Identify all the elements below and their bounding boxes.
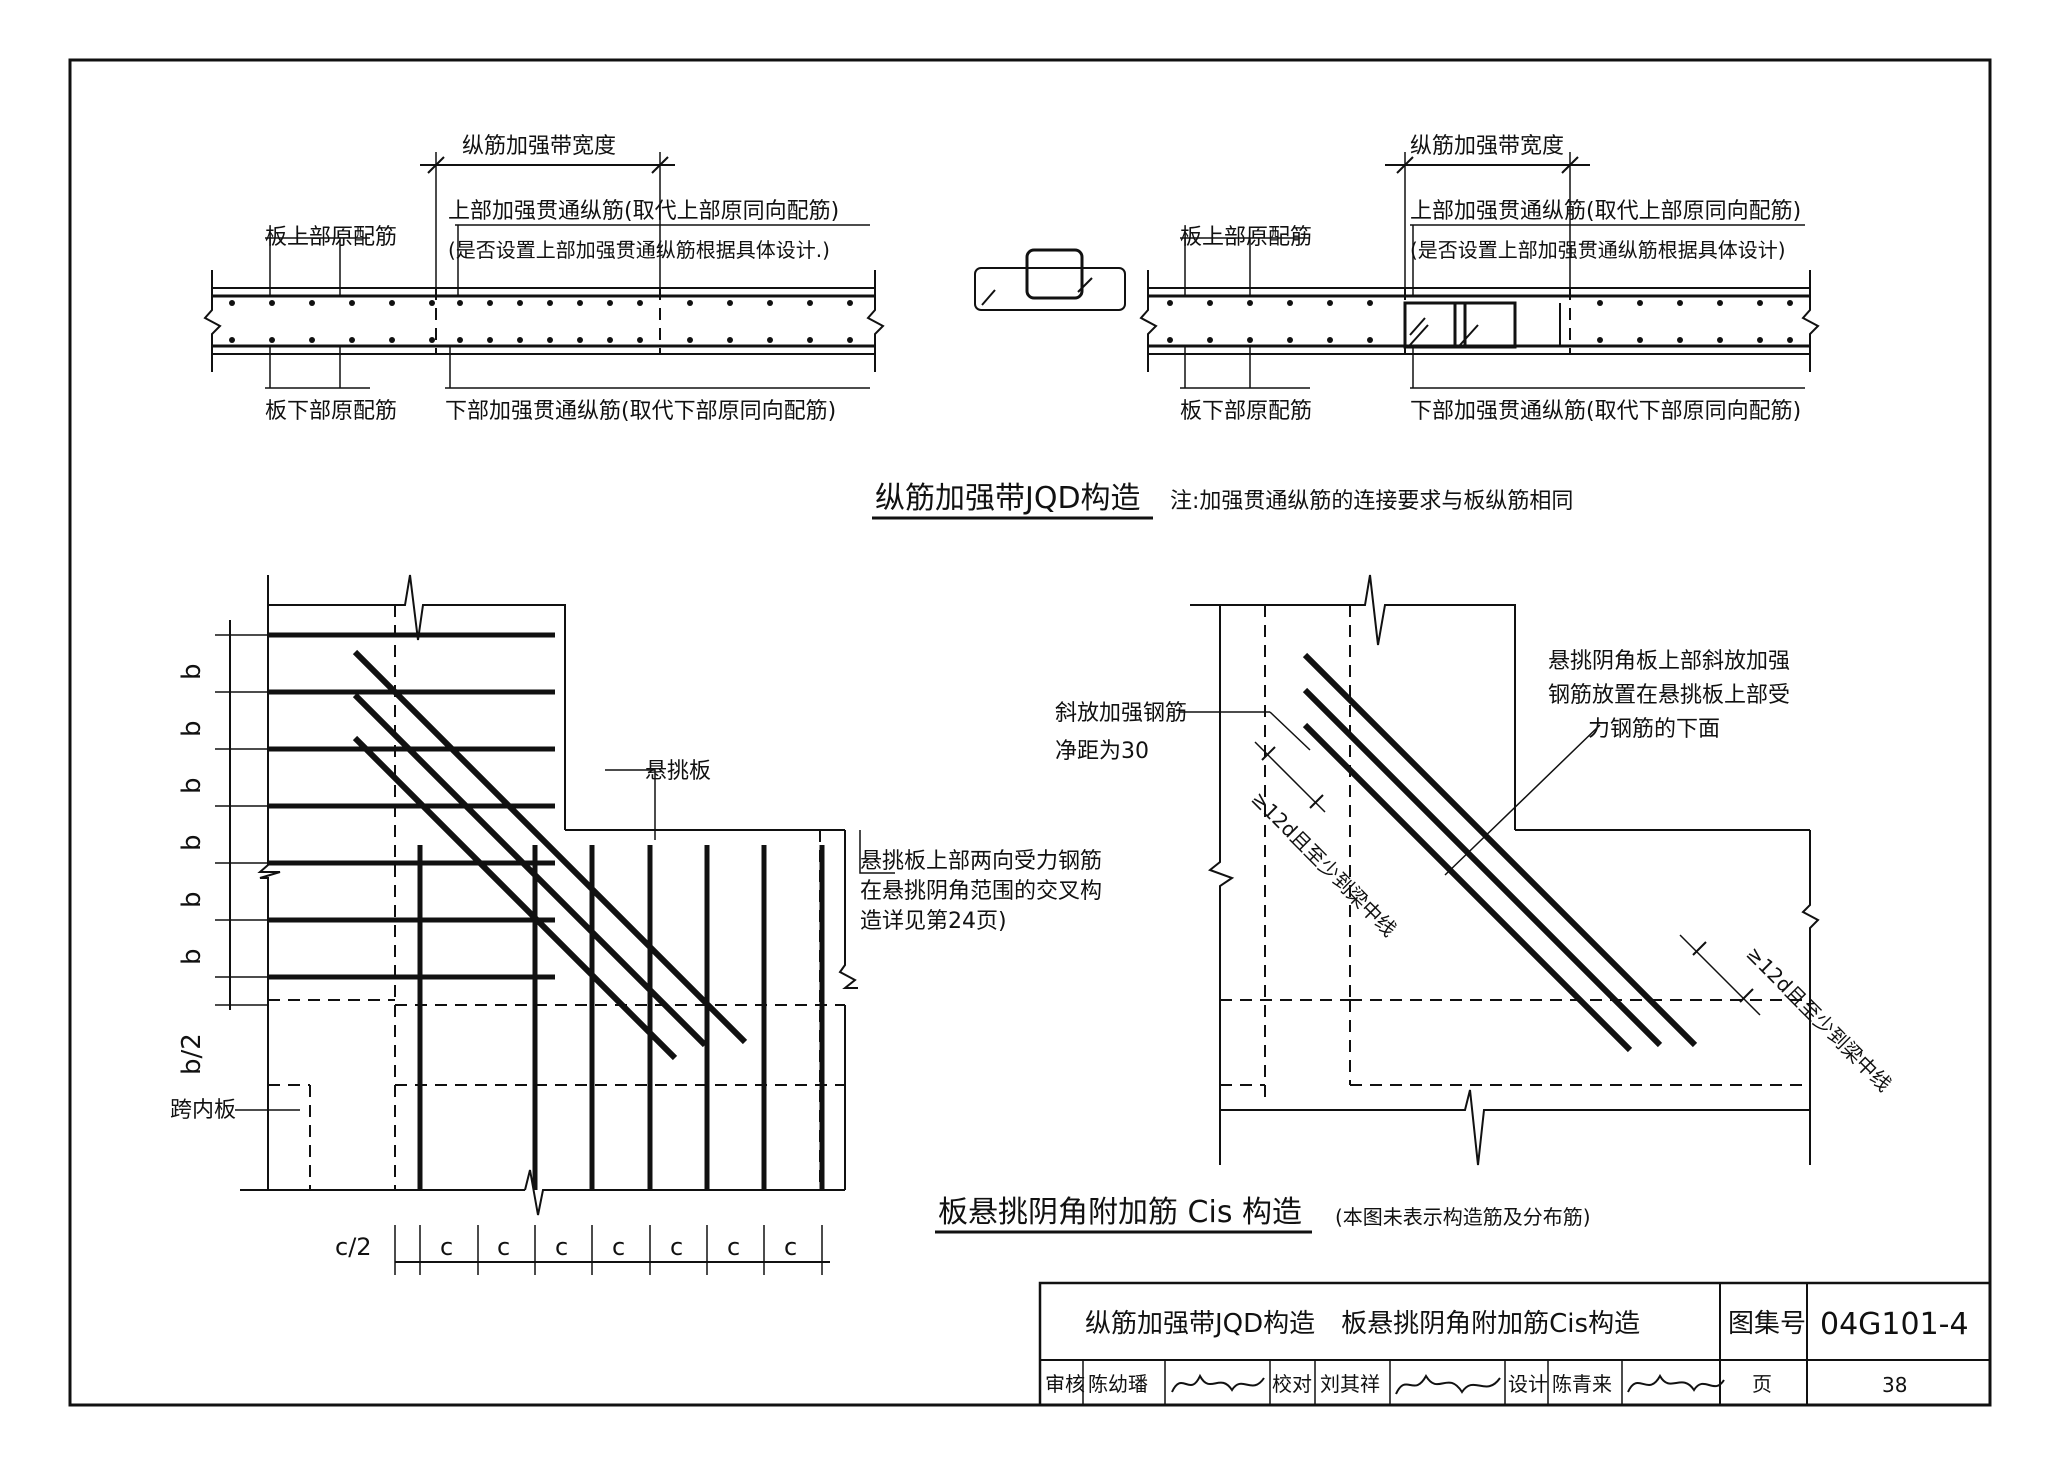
b-label: b xyxy=(177,663,207,680)
reviewer-name: 陈幼璠 xyxy=(1088,1372,1148,1396)
atlas-number: 04G101-4 xyxy=(1820,1307,1969,1342)
designer-name: 陈青来 xyxy=(1552,1372,1612,1396)
c-dimension-labels: c/2 c c c c c c c xyxy=(335,1233,797,1261)
jqd-left-detail xyxy=(203,152,885,389)
c-label: c xyxy=(670,1233,683,1261)
c-label: c xyxy=(784,1233,797,1261)
atlas-label: 图集号 xyxy=(1728,1309,1806,1339)
jqd-note: 注:加强贯通纵筋的连接要求与板纵筋相同 xyxy=(1170,489,1573,514)
drawing-title: 纵筋加强带JQD构造 板悬挑阴角附加筋Cis构造 xyxy=(1085,1309,1640,1339)
c-label: c xyxy=(612,1233,625,1261)
jqd-right-slab-top-label: 板上部原配筋 xyxy=(1180,225,1312,250)
jqd-left-band-width: 纵筋加强带宽度 xyxy=(462,134,616,159)
b-label: b xyxy=(177,948,207,965)
page-label: 页 xyxy=(1752,1372,1772,1396)
c-label: c xyxy=(440,1233,453,1261)
checker-name: 刘其祥 xyxy=(1320,1372,1380,1396)
cross-note-line-1: 悬挑板上部两向受力钢筋 xyxy=(860,849,1102,874)
anchor-label-lower: ≥12d且至少到梁中线 xyxy=(1741,942,1896,1097)
design-label: 设计 xyxy=(1508,1372,1548,1396)
diag-bar-label-line-1: 斜放加强钢筋 xyxy=(1055,701,1187,726)
jqd-left-slab-bottom-label: 板下部原配筋 xyxy=(265,399,397,424)
c-label: c xyxy=(727,1233,740,1261)
c-label: c xyxy=(555,1233,568,1261)
b-dimension-labels: b b b b b b b/2 xyxy=(177,663,207,1075)
cis-title: 板悬挑阴角附加筋 Cis 构造 xyxy=(938,1195,1302,1230)
diag-bar-label-line-2: 净距为30 xyxy=(1055,739,1149,764)
cis-subtitle: (本图未表示构造筋及分布筋) xyxy=(1335,1205,1591,1229)
cantilever-label: 悬挑板 xyxy=(645,759,711,784)
reviewer-signature xyxy=(1171,1373,1265,1393)
place-note-line-2: 钢筋放置在悬挑板上部受 xyxy=(1548,683,1790,708)
jqd-right-detail xyxy=(1139,152,1820,389)
jqd-right-slab-bottom-label: 板下部原配筋 xyxy=(1180,399,1312,424)
place-note-line-3: 力钢筋的下面 xyxy=(1588,717,1720,742)
cross-note-line-3: 造详见第24页) xyxy=(860,909,1007,934)
jqd-right-top-through-label: 上部加强贯通纵筋(取代上部原同向配筋) xyxy=(1410,199,1801,224)
check-label: 校对 xyxy=(1272,1372,1312,1396)
cis-left-plan xyxy=(215,574,895,1275)
place-note-line-1: 悬挑阴角板上部斜放加强 xyxy=(1548,649,1790,674)
cross-note-line-2: 在悬挑阴角范围的交叉构 xyxy=(860,879,1102,904)
title-block xyxy=(1038,1281,1992,1407)
jqd-left-slab-top-label: 板上部原配筋 xyxy=(265,225,397,250)
designer-signature xyxy=(1627,1373,1725,1393)
stirrup-symbol xyxy=(974,248,1126,311)
jqd-left-top-through-label: 上部加强贯通纵筋(取代上部原同向配筋) xyxy=(448,199,839,224)
jqd-left-design-note: (是否设置上部加强贯通纵筋根据具体设计.) xyxy=(448,238,830,262)
jqd-right-band-width: 纵筋加强带宽度 xyxy=(1410,134,1564,159)
cis-right-plan xyxy=(1180,574,1820,1166)
b-label: b xyxy=(177,834,207,851)
jqd-title: 纵筋加强带JQD构造 xyxy=(875,481,1141,516)
b-label: b xyxy=(177,777,207,794)
anchor-label-upper: ≥12d且至少到梁中线 xyxy=(1246,787,1401,942)
sheet-border xyxy=(68,58,1992,1407)
jqd-left-bottom-through-label: 下部加强贯通纵筋(取代下部原同向配筋) xyxy=(445,399,836,424)
c-half-label: c/2 xyxy=(335,1233,372,1261)
b-label: b xyxy=(177,720,207,737)
inner-slab-label: 跨内板 xyxy=(170,1098,236,1123)
b-half-label: b/2 xyxy=(177,1033,207,1075)
jqd-right-bottom-through-label: 下部加强贯通纵筋(取代下部原同向配筋) xyxy=(1410,399,1801,424)
jqd-right-design-note: (是否设置上部加强贯通纵筋根据具体设计) xyxy=(1410,238,1786,262)
c-label: c xyxy=(497,1233,510,1261)
review-label: 审核 xyxy=(1045,1372,1085,1396)
page-number: 38 xyxy=(1882,1373,1907,1397)
b-label: b xyxy=(177,891,207,908)
checker-signature xyxy=(1395,1373,1501,1395)
